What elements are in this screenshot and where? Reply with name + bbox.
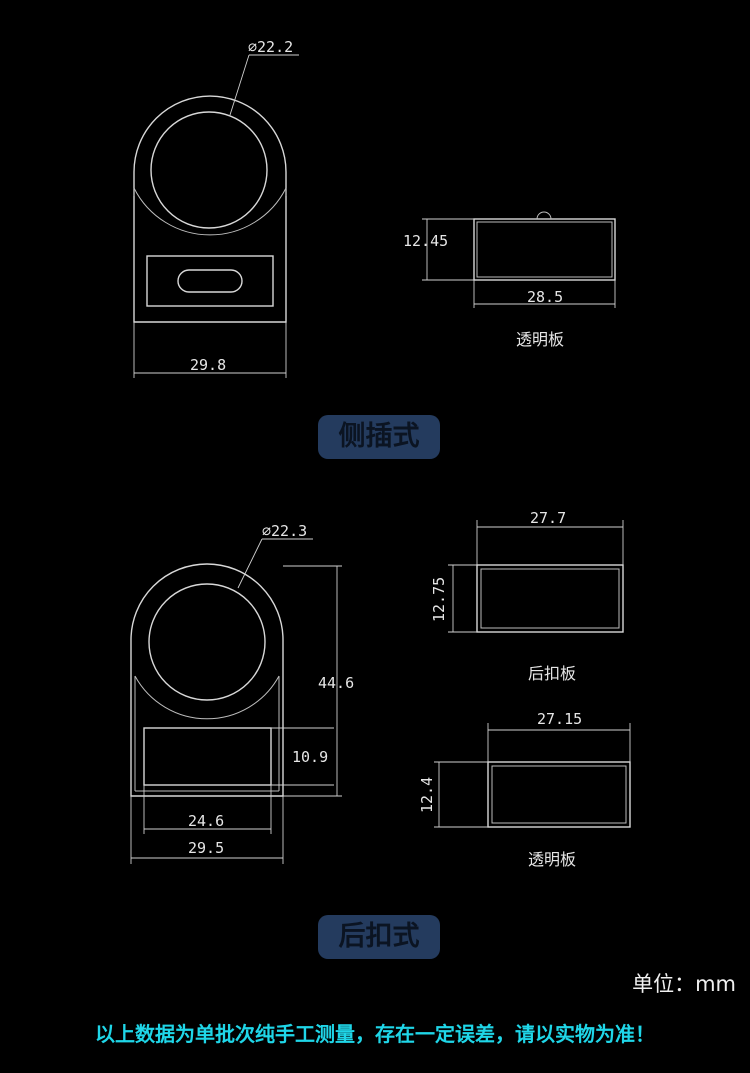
back-plate-height-label: 12.75	[430, 577, 448, 622]
rear-clip-window-rect	[143, 727, 272, 786]
side-insert-panel-caption: 透明板	[516, 330, 564, 349]
rear-clip-back-plate: 27.7 12.75 后扣板	[430, 509, 624, 683]
side-insert-lens-circle	[150, 111, 268, 229]
side-insert-slot	[177, 269, 243, 293]
side-insert-inner-arc	[133, 187, 287, 236]
back-plate-width-label: 27.7	[530, 509, 566, 527]
clear-plate-height-label: 12.4	[418, 777, 436, 813]
side-insert-title-badge: 侧插式	[318, 415, 440, 459]
side-insert-diameter-label: ⌀22.2	[248, 38, 293, 56]
rear-clip-window-width-label: 24.6	[188, 812, 224, 830]
rear-clip-width-label: 29.5	[188, 839, 224, 857]
unit-label: 单位：mm	[632, 972, 736, 996]
clear-plate-caption: 透明板	[528, 850, 576, 869]
rear-clip-inner-arc	[134, 675, 280, 720]
side-insert-panel-height-label: 12.45	[403, 232, 448, 250]
clear-plate-width-label: 27.15	[537, 710, 582, 728]
rear-clip-title-badge: 后扣式	[318, 915, 440, 959]
rear-clip-window-height-label: 10.9	[292, 748, 328, 766]
side-insert-front-view: ⌀22.2 29.8	[133, 38, 299, 378]
rear-clip-diameter-label: ⌀22.3	[262, 522, 307, 540]
rear-clip-height-label: 44.6	[318, 674, 354, 692]
back-plate-outer	[476, 564, 624, 633]
rear-clip-clear-plate: 27.15 12.4 透明板	[418, 710, 631, 869]
side-insert-panel-width-label: 28.5	[527, 288, 563, 306]
rear-clip-lens-circle	[148, 583, 266, 701]
side-insert-body-outline	[133, 95, 287, 323]
back-plate-caption: 后扣板	[528, 664, 576, 683]
rear-clip-front-view: ⌀22.3 44.6 10.9 24.6 29.5	[130, 522, 354, 864]
measurement-notice: 以上数据为单批次纯手工测量，存在一定误差，请以实物为准！	[95, 1022, 655, 1046]
side-insert-clear-panel: 12.45 28.5 透明板	[403, 211, 616, 349]
clear-plate-outer	[487, 761, 631, 828]
side-insert-panel-outer	[473, 218, 616, 281]
side-insert-width-label: 29.8	[190, 356, 226, 374]
side-insert-window-rect	[146, 255, 274, 307]
rear-clip-body-outline	[130, 563, 284, 797]
